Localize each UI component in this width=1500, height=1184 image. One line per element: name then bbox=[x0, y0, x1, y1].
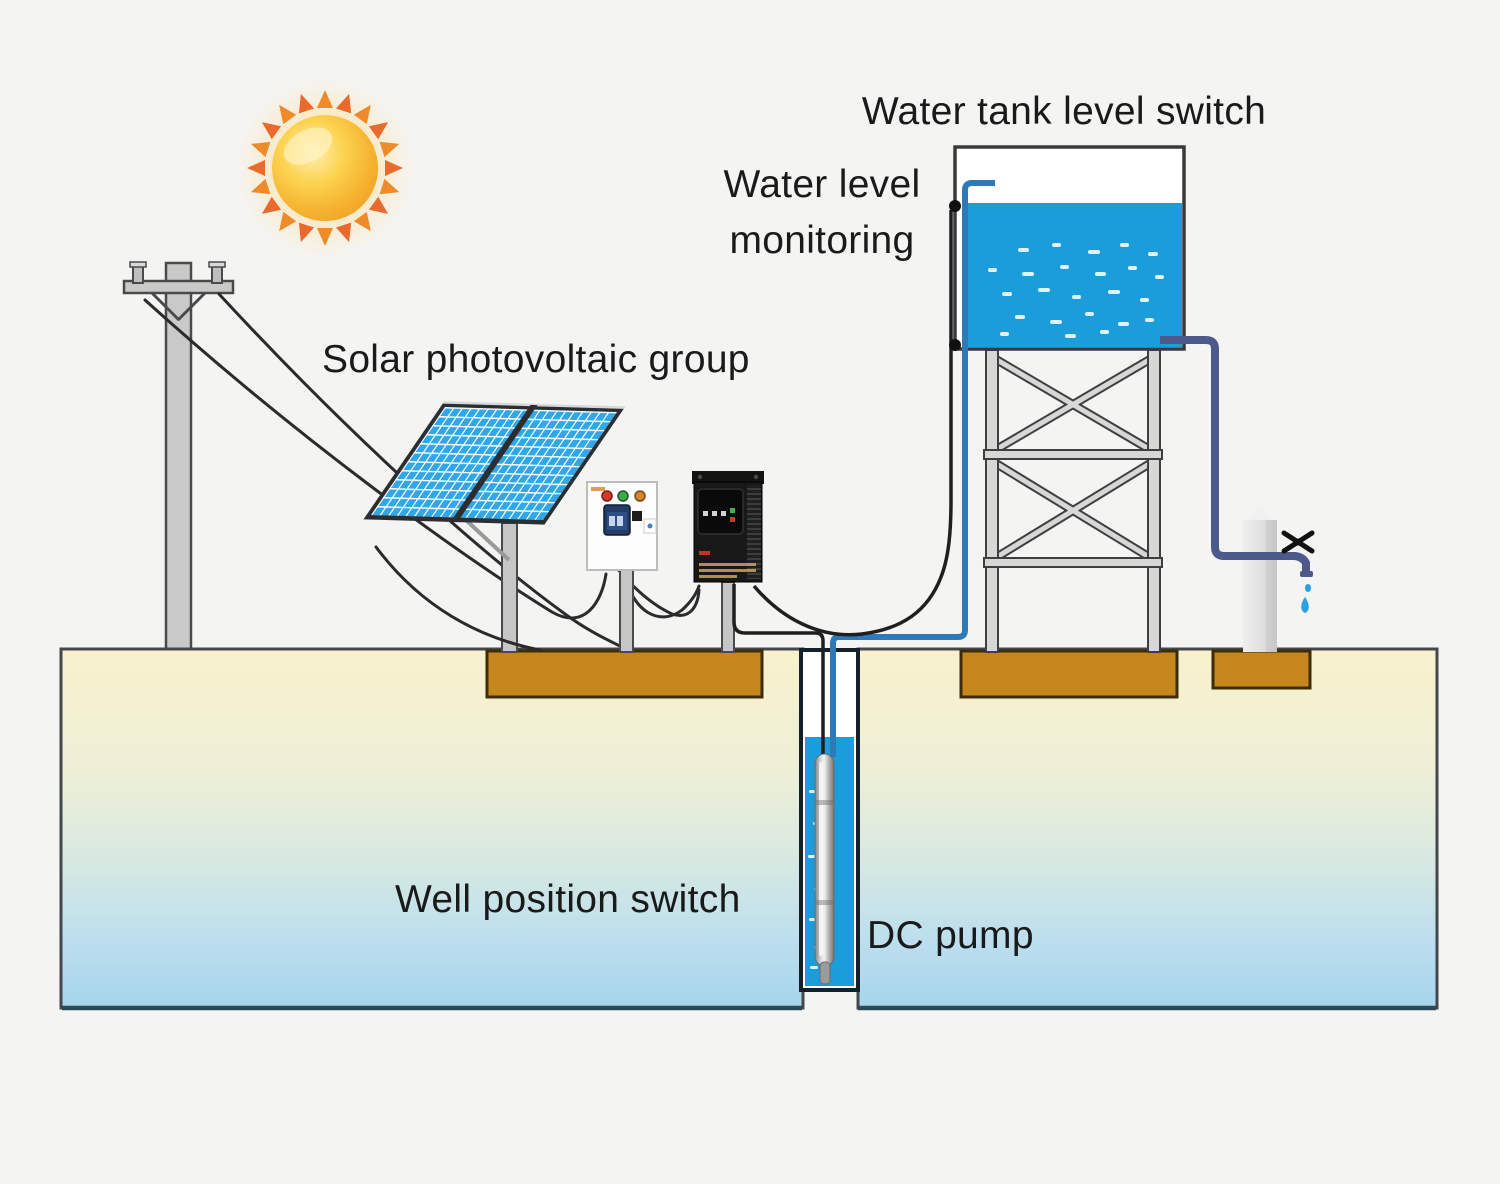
led-indicator-icon bbox=[703, 508, 735, 522]
panel-pole bbox=[501, 522, 518, 653]
label-well-position-switch: Well position switch bbox=[395, 878, 741, 921]
faucet-icon bbox=[1281, 530, 1315, 554]
tank-water bbox=[968, 203, 1182, 347]
label-solar-photovoltaic-group: Solar photovoltaic group bbox=[322, 338, 750, 381]
power-lines bbox=[143, 292, 629, 652]
tank-bubbles bbox=[988, 243, 1164, 338]
tower-foundation bbox=[959, 649, 1179, 699]
ground bbox=[59, 647, 1439, 1011]
control-box-pole bbox=[619, 569, 634, 653]
amber-button-icon bbox=[634, 490, 646, 502]
label-water-tank-level-switch: Water tank level switch bbox=[862, 90, 1266, 133]
tank-sensor-cable bbox=[752, 210, 953, 637]
sun-icon bbox=[233, 76, 417, 260]
solar-foundation bbox=[485, 649, 764, 699]
label-water-level-line2: monitoring bbox=[729, 219, 914, 262]
green-button-icon bbox=[617, 490, 629, 502]
inlet-pipe bbox=[830, 180, 995, 757]
solar-photovoltaic-array bbox=[363, 401, 626, 653]
tap-foundation bbox=[1211, 649, 1312, 690]
label-water-level-line1: Water level bbox=[724, 163, 921, 206]
outlet-pipe bbox=[1160, 336, 1313, 577]
water-drip-icon bbox=[1301, 584, 1311, 613]
ground-left bbox=[59, 647, 805, 1010]
tap-post bbox=[1243, 507, 1277, 652]
dc-pump-body bbox=[814, 753, 835, 985]
tank-level-sensor-low bbox=[949, 339, 961, 351]
inverter-pole bbox=[721, 581, 735, 653]
tank-level-sensor-high bbox=[949, 200, 961, 212]
water-tank bbox=[953, 145, 1186, 351]
pump-control-box bbox=[586, 481, 658, 653]
label-dc-pump: DC pump bbox=[867, 914, 1034, 957]
pump-cable bbox=[732, 584, 825, 755]
water-tower-frame bbox=[983, 349, 1163, 653]
inverter bbox=[692, 471, 764, 653]
ground-right bbox=[856, 647, 1439, 1010]
power-pole bbox=[122, 261, 235, 652]
red-button-icon bbox=[601, 490, 613, 502]
